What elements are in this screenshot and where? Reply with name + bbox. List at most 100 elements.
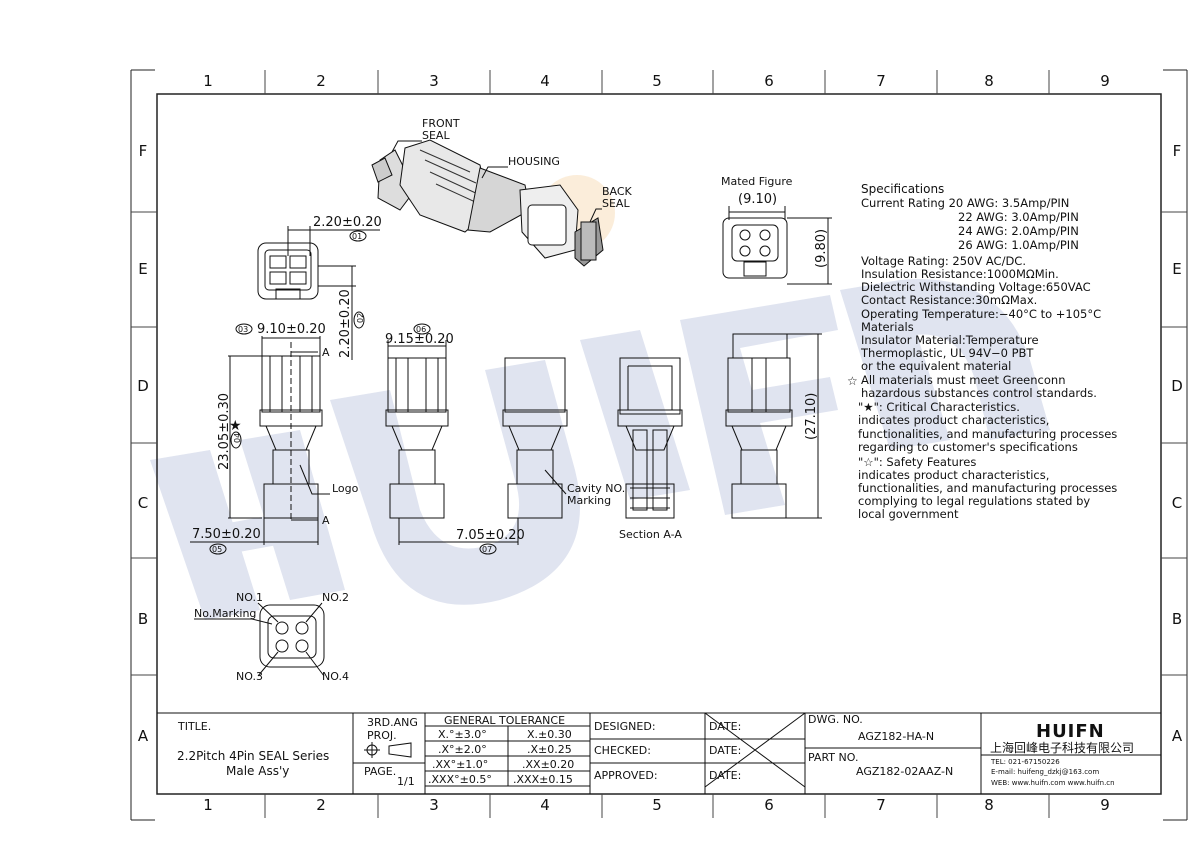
grid-col-label: 6 [764, 796, 774, 814]
back-seal-label: BACK [602, 185, 633, 198]
pin-no3-label: NO.3 [236, 670, 263, 683]
dwg-no-label: DWG. NO. [808, 713, 863, 726]
spec-line: Current Rating 20 AWG: 3.5Amp/PIN [861, 196, 1069, 210]
balloon-07: 07 [482, 545, 492, 554]
balloon-04: 04 [233, 433, 242, 443]
section-label: Section A-A [619, 528, 682, 541]
grid-col-label: 2 [316, 796, 326, 814]
spec-line: Materials [861, 320, 914, 334]
company-logo: HUIFN [1036, 721, 1105, 742]
grid-row-label: F [1173, 142, 1182, 160]
spec-line: Contact Resistance:30mΩMax. [861, 293, 1037, 307]
safety-star-icon: ☆ [847, 374, 858, 388]
section-mark-top: A [322, 346, 330, 359]
side-view-3: Cavity NO. Marking [502, 357, 625, 519]
pin-no4-label: NO.4 [322, 670, 349, 683]
pin-no1-label: NO.1 [236, 591, 263, 604]
tolerance-cell: .X°±2.0° [438, 743, 487, 756]
grid-col-label: 3 [429, 796, 439, 814]
isometric-view: FRONT SEAL HOUSING BACK SEAL [371, 117, 633, 267]
part-no-value: AGZ182-02AAZ-N [856, 765, 953, 778]
date-label: DATE: [709, 769, 741, 782]
date-label: DATE: [709, 744, 741, 757]
spec-line: indicates product characteristics, [858, 413, 1049, 427]
dim-03: 9.10±0.20 [257, 322, 326, 337]
mated-figure-label: Mated Figure [721, 175, 793, 188]
grid-row-label: D [1171, 377, 1183, 395]
company-tel: TEL: 021-67150226 [990, 758, 1060, 766]
tolerance-cell: .XXX±0.15 [513, 773, 573, 786]
dim-side-height: (27.10) [804, 393, 819, 440]
dim-01: 2.20±0.20 [313, 215, 382, 230]
spec-line: "☆": Safety Features [858, 455, 976, 469]
grid-row-labels-left: F E D C B A [137, 142, 149, 745]
sheet-frame [130, 69, 1188, 821]
title-block-text: TITLE. 2.2Pitch 4Pin SEAL Series Male As… [177, 713, 1134, 788]
spec-title: Specifications [861, 182, 944, 196]
grid-row-label: E [1172, 260, 1181, 278]
grid-col-label: 5 [652, 796, 662, 814]
spec-line: Insulation Resistance:1000MΩMin. [861, 267, 1059, 281]
tolerance-cell: .X±0.25 [527, 743, 572, 756]
tolerance-header: GENERAL TOLERANCE [444, 714, 565, 727]
side-view-1: A A 9.10±0.20 03 23.05±0.30 04 ★ 7.50±0.… [190, 322, 359, 555]
grid-col-labels-top: 1 2 3 4 5 6 7 8 9 [203, 72, 1110, 90]
grid-row-label: A [1172, 727, 1183, 745]
checked-label: CHECKED: [594, 744, 651, 757]
tolerance-cell: .XXX°±0.5° [428, 773, 492, 786]
cavity-label: Marking [567, 494, 611, 507]
grid-row-label: A [138, 727, 149, 745]
balloon-03: 03 [238, 325, 248, 334]
grid-row-labels-right: F E D C B A [1171, 142, 1183, 745]
spec-line: Voltage Rating: 250V AC/DC. [861, 254, 1026, 268]
grid-col-label: 9 [1100, 72, 1110, 90]
grid-row-label: B [1172, 610, 1182, 628]
spec-line: hazardous substances control standards. [861, 386, 1097, 400]
spec-line: or the equivalent material [861, 359, 1011, 373]
dim-07: 7.05±0.20 [456, 528, 525, 543]
grid-col-label: 1 [203, 72, 213, 90]
side-view-4: (27.10) [725, 333, 822, 519]
tolerance-cell: X.°±3.0° [438, 728, 487, 741]
grid-row-label: C [138, 494, 148, 512]
dim-mated-width: (9.10) [738, 192, 777, 207]
spec-line: Insulator Material:Temperature [861, 333, 1039, 347]
watermark [150, 175, 1050, 620]
front-seal-label: SEAL [422, 129, 450, 142]
balloon-02: 02 [356, 313, 365, 323]
pin-no2-label: NO.2 [322, 591, 349, 604]
housing-label: HOUSING [508, 155, 560, 168]
grid-col-label: 4 [540, 72, 550, 90]
dim-06: 9.15±0.20 [385, 332, 454, 347]
spec-line: 24 AWG: 2.0Amp/PIN [958, 224, 1079, 238]
grid-row-label: F [139, 142, 148, 160]
balloon-06: 06 [416, 325, 426, 334]
spec-line: functionalities, and manufacturing proce… [858, 481, 1117, 495]
dim-04: 23.05±0.30 [217, 393, 232, 470]
spec-line: local government [858, 507, 959, 521]
projection-label: PROJ. [367, 729, 397, 742]
spec-line: Operating Temperature:−40°C to +105°C [861, 307, 1101, 321]
spec-line: Dielectric Withstanding Voltage:650VAC [861, 280, 1091, 294]
side-view-2: 9.15±0.20 06 7.05±0.20 07 [385, 323, 525, 555]
tolerance-cell: X.±0.30 [527, 728, 572, 741]
grid-col-labels-bottom: 1 2 3 4 5 6 7 8 9 [203, 796, 1110, 814]
spec-line: complying to legal regulations stated by [858, 494, 1090, 508]
grid-col-label: 1 [203, 796, 213, 814]
spec-line: regarding to customer's specifications [858, 440, 1078, 454]
date-label: DATE: [709, 720, 741, 733]
title-label: TITLE. [177, 720, 211, 733]
cavity-label: Cavity NO. [567, 482, 625, 495]
spec-line: 26 AWG: 1.0Amp/PIN [958, 238, 1079, 252]
dim-05: 7.50±0.20 [192, 527, 261, 542]
grid-col-label: 9 [1100, 796, 1110, 814]
no-marking-label: No.Marking [194, 607, 256, 620]
balloon-05: 05 [212, 545, 222, 554]
logo-label: Logo [332, 482, 359, 495]
grid-col-label: 3 [429, 72, 439, 90]
part-no-label: PART NO. [808, 751, 858, 764]
company-web: WEB: www.huifn.com www.huifn.cn [991, 779, 1115, 787]
title-block [157, 712, 1161, 794]
critical-star-icon: ★ [229, 418, 242, 434]
